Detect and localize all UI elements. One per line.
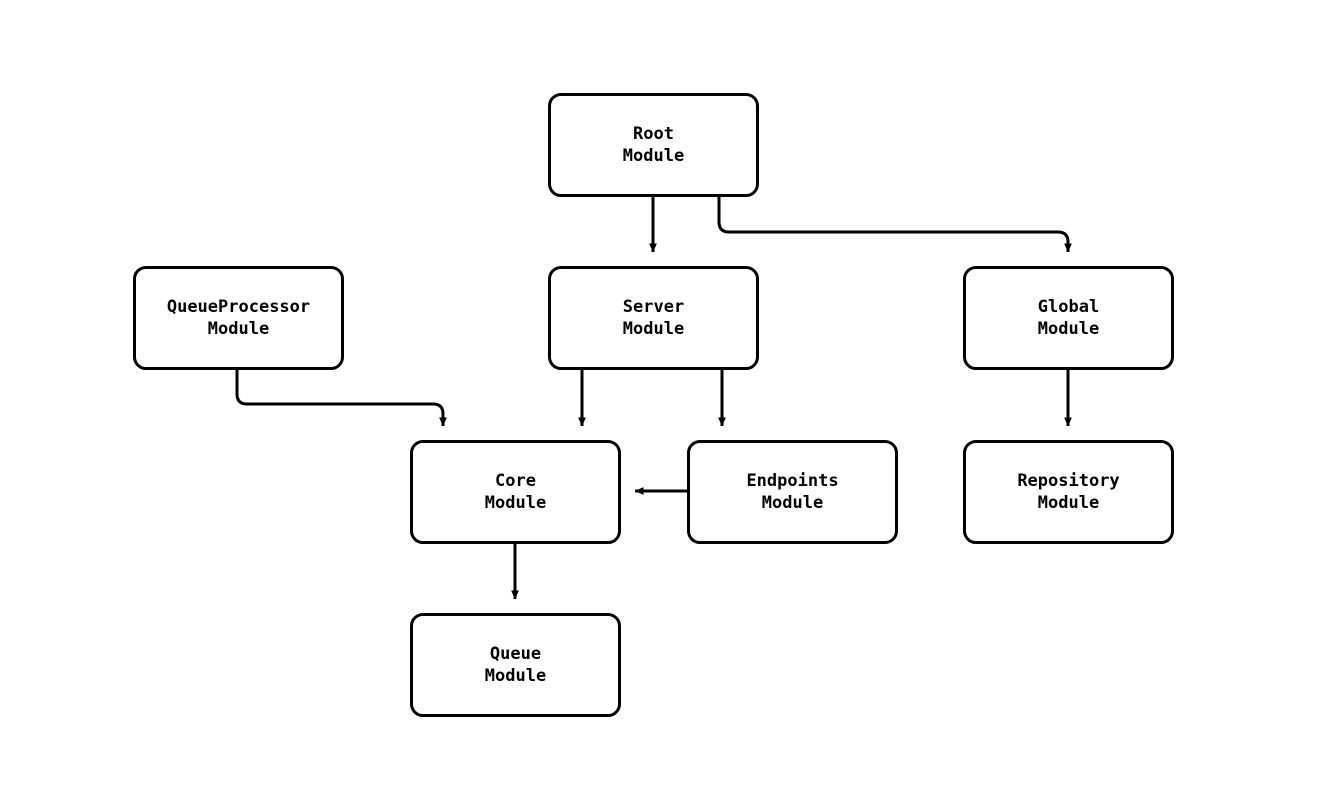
node-core-module-label: Core Module — [484, 471, 547, 513]
node-queue-module-label: Queue Module — [484, 644, 547, 686]
node-queue-module[interactable]: Queue Module — [410, 613, 621, 717]
node-root-module-label: Root Module — [622, 124, 685, 166]
node-queueprocessor-module-label: QueueProcessor Module — [166, 297, 311, 339]
node-server-module[interactable]: Server Module — [548, 266, 759, 370]
node-endpoints-module-label: Endpoints Module — [746, 471, 839, 513]
node-global-module[interactable]: Global Module — [963, 266, 1174, 370]
edge-root-global — [717, 197, 1072, 253]
node-global-module-label: Global Module — [1037, 297, 1100, 339]
node-queueprocessor-module[interactable]: QueueProcessor Module — [133, 266, 344, 370]
node-server-module-label: Server Module — [622, 297, 685, 339]
node-endpoints-module[interactable]: Endpoints Module — [687, 440, 898, 544]
node-root-module[interactable]: Root Module — [548, 93, 759, 197]
node-repository-module-label: Repository Module — [1017, 471, 1120, 513]
node-repository-module[interactable]: Repository Module — [963, 440, 1174, 544]
edge-queueprocessor-core — [235, 370, 447, 427]
node-core-module[interactable]: Core Module — [410, 440, 621, 544]
